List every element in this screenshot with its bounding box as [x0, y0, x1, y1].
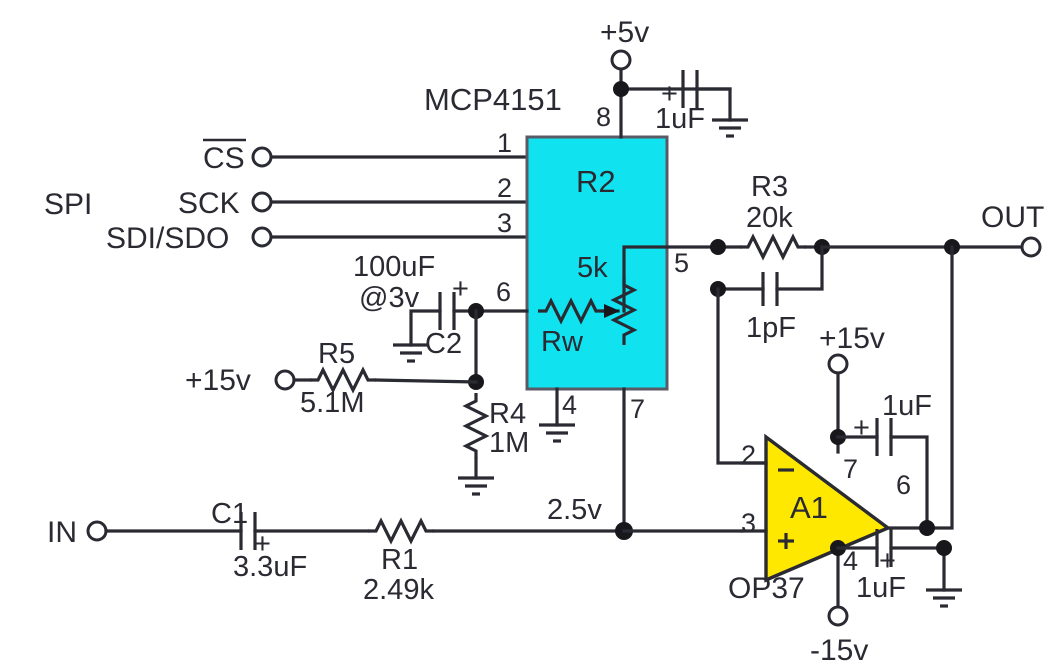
chip-pin2-label: 2 — [497, 173, 512, 203]
r5-value-label: 5.1M — [300, 387, 364, 419]
r4-value-label: 1M — [489, 427, 529, 459]
chip-resistance-label: 5k — [577, 252, 608, 284]
resistor-r5 — [310, 366, 376, 394]
in-terminal[interactable] — [86, 520, 108, 542]
spi-bus-wires — [271, 155, 529, 239]
c2-left-to-gnd-wire — [409, 309, 442, 347]
c2-ref-label: C2 — [425, 328, 462, 360]
chip-part-label: MCP4151 — [424, 82, 562, 117]
opamp-pin7-label: 7 — [843, 454, 858, 484]
spi-bus-label: SPI — [44, 188, 92, 221]
ground-symbol-v5 — [712, 118, 748, 138]
c2-value-label: 100uF — [353, 251, 435, 283]
ground-symbol-pin4 — [539, 423, 575, 443]
out-terminal[interactable] — [1020, 236, 1042, 258]
ground-symbol-r4 — [458, 476, 494, 496]
v5-terminal[interactable] — [610, 49, 632, 71]
c1-ref-label: C1 — [211, 498, 248, 530]
v5-label: +5v — [600, 16, 649, 49]
spi-terminal-sdi-sdo[interactable] — [251, 226, 273, 248]
spi-cs-label: CS — [203, 142, 245, 175]
vneg15-label: -15v — [810, 634, 868, 667]
cap-1uf-vneg15-polarity: + — [879, 545, 896, 577]
opamp-plus-marker — [778, 533, 794, 549]
internal-5k-element — [610, 277, 638, 345]
v5-cap-to-gnd-wire — [695, 87, 732, 122]
opamp-pin4-label: 4 — [843, 546, 858, 576]
chip-pin1-label: 1 — [497, 128, 512, 158]
chip-pin6-label: 6 — [496, 277, 511, 307]
r3-ref-label: R3 — [751, 171, 788, 203]
resistor-r1 — [368, 517, 434, 545]
v15-left-label: +15v — [185, 364, 251, 397]
opamp-pin3-label: 3 — [741, 508, 756, 538]
cap-1pf-label: 1pF — [746, 312, 796, 344]
wiper-label: Rw — [541, 326, 584, 358]
junction-vneg15-cap-right — [936, 540, 952, 556]
r4-ref-label: R4 — [489, 398, 526, 430]
r5-ref-label: R5 — [318, 338, 355, 370]
spi-sck-label: SCK — [178, 187, 240, 220]
c2-rating-label: @3v — [359, 282, 420, 314]
chip-ref-label: R2 — [576, 164, 616, 199]
cap-1pf — [761, 272, 779, 306]
cap-1uf-vneg15-label: 1uF — [856, 572, 906, 604]
resistor-r3 — [740, 233, 806, 261]
junction-v5 — [613, 81, 629, 97]
opamp-a1-body — [764, 433, 892, 583]
opamp-part-label: OP37 — [728, 572, 805, 605]
spi-sdi-sdo-label: SDI/SDO — [106, 222, 229, 255]
junction-v15-cap-right — [919, 520, 935, 536]
r3-value-label: 20k — [746, 202, 793, 234]
c1-value-label: 3.3uF — [233, 551, 307, 583]
cap-1uf-v15-label: 1uF — [882, 390, 932, 422]
cap-1pf-right-wire — [775, 245, 824, 291]
opamp-ref-label: A1 — [790, 490, 828, 525]
c2-polarity-label: + — [452, 273, 469, 305]
spi-terminal-cs[interactable] — [251, 146, 273, 168]
opamp-output-wire — [886, 245, 954, 530]
in-label: IN — [47, 516, 77, 549]
chip-pin4-label: 4 — [562, 390, 577, 420]
mcp4151-body — [525, 135, 669, 391]
resistor-r4 — [462, 393, 490, 459]
chip-pin3-label: 3 — [497, 208, 512, 238]
opamp-pin2-label: 2 — [741, 440, 756, 470]
v15-left-terminal[interactable] — [274, 369, 296, 391]
chip-pin7-label: 7 — [630, 394, 645, 424]
c1-polarity-label: + — [254, 528, 271, 560]
cap-1uf-v5-label: 1uF — [655, 103, 705, 135]
chip-pin8-label: 8 — [596, 102, 611, 132]
r1-value-label: 2.49k — [363, 574, 434, 606]
pin5-wire — [622, 245, 720, 313]
r5-to-node-wire — [374, 378, 478, 384]
ground-symbol-vneg15 — [926, 588, 962, 608]
spi-terminal-sck[interactable] — [251, 191, 273, 213]
chip-pin5-label: 5 — [674, 248, 689, 278]
cap-1uf-v15-polarity: + — [853, 412, 870, 444]
junction-r3-left — [710, 239, 726, 255]
out-label: OUT — [981, 201, 1044, 234]
v15-opamp-label: +15v — [819, 322, 885, 355]
vneg15-terminal[interactable] — [827, 605, 849, 627]
cap-v15-right-wire — [889, 435, 929, 530]
v15-opamp-terminal[interactable] — [827, 353, 849, 375]
cap-1uf-v15 — [875, 418, 893, 456]
opamp-pin6-label: 6 — [896, 470, 911, 500]
bias-node-label: 2.5v — [547, 494, 602, 526]
internal-rw-resistor — [538, 297, 620, 325]
ground-symbol-c2 — [393, 343, 429, 363]
r1-ref-label: R1 — [381, 544, 418, 576]
cap-1uf-v5-polarity: + — [661, 78, 678, 110]
